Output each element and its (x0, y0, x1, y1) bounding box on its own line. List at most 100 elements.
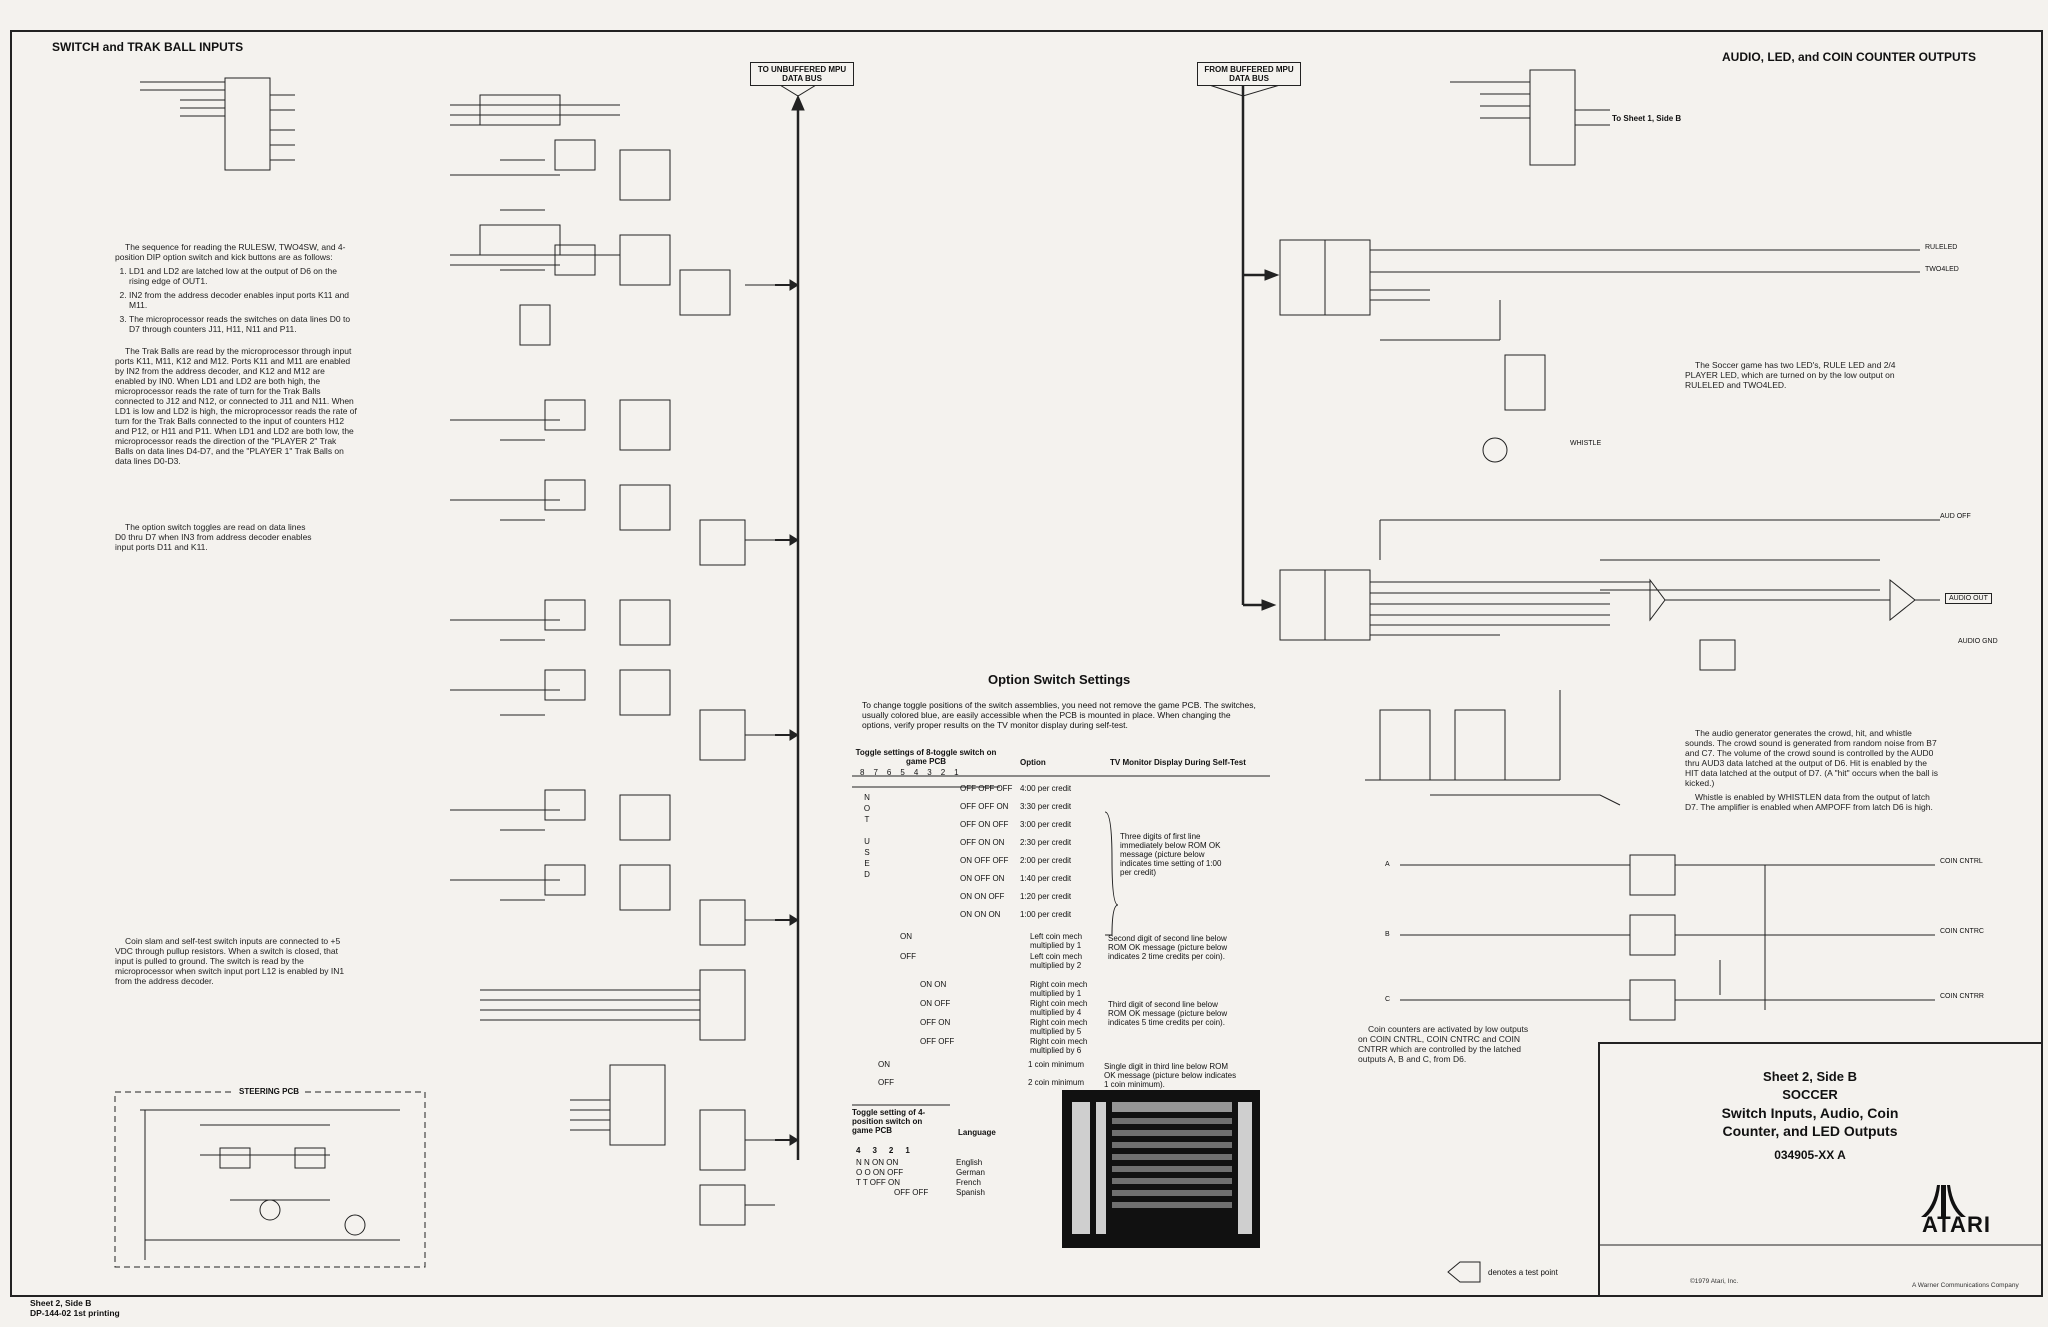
credit-row: ON ON ON 1:00 per credit (960, 910, 1095, 928)
unbuffered-bus-label: TO UNBUFFERED MPU DATA BUS (750, 62, 854, 86)
led-description: The Soccer game has two LED's, RULE LED … (1685, 360, 1896, 390)
test-point-legend: denotes a test point (1488, 1268, 1558, 1277)
atari-logo (1921, 1185, 1966, 1217)
language-row: T T OFF ON French (856, 1178, 996, 1188)
language-value: French (956, 1178, 981, 1187)
switch-setting: T T OFF ON (856, 1178, 901, 1187)
audio-out-tp: AUDIO OUT (1945, 593, 1992, 604)
option-toggles-description: The option switch toggles are read on da… (115, 522, 312, 552)
switch-setting: N N ON ON (856, 1158, 899, 1167)
coin-switch-description: Coin slam and self-test switch inputs ar… (115, 936, 345, 986)
lang-col: 3 (872, 1146, 877, 1155)
language-col-header: Language (958, 1128, 996, 1137)
footer-printing: DP-144-02 1st printing (30, 1308, 120, 1318)
not-used-letter: U (864, 837, 870, 846)
not-used-letter: T (864, 815, 870, 824)
sequence-step: IN2 from the address decoder enables inp… (129, 290, 355, 310)
option-value: 2:00 per credit (1020, 856, 1072, 865)
left-section-title: SWITCH and TRAK BALL INPUTS (52, 40, 244, 54)
switch-setting: ON ON (920, 980, 947, 989)
toggle-col: 8 (860, 768, 865, 777)
language-row: N N ON ON English (856, 1158, 996, 1168)
option-switch-intro: To change toggle positions of the switch… (862, 700, 1256, 730)
switch-setting: OFF OFF OFF (960, 784, 1013, 793)
not-used-letter: D (864, 870, 870, 879)
title-block (1598, 1042, 2043, 1297)
sheet-subtitle: Switch Inputs, Audio, Coin Counter, and … (1721, 1105, 1899, 1139)
to-sheet-note: To Sheet 1, Side B (1612, 114, 1682, 123)
language-header: Toggle setting of 4-position switch on g… (852, 1108, 926, 1135)
not-used-letter: S (864, 848, 870, 857)
switch-setting: ON ON ON (960, 910, 1001, 919)
lang-col: 2 (888, 1146, 894, 1155)
footer-sheet: Sheet 2, Side B (30, 1298, 92, 1308)
language-value: English (956, 1158, 983, 1167)
sequence-description: The sequence for reading the RULESW, TWO… (115, 242, 355, 338)
footer: Sheet 2, Side B DP-144-02 1st printing (30, 1298, 120, 1318)
credit-row: ON OFF OFF 2:00 per credit (960, 856, 1095, 874)
switch-setting: ON OFF OFF (960, 856, 1009, 865)
right-coin-rows: ON ON Right coin mech multiplied by 1 ON … (920, 980, 1100, 1056)
credit-row: OFF OFF ON 3:30 per credit (960, 802, 1095, 820)
game-title: SOCCER (1782, 1087, 1838, 1102)
audio-description: The audio generator generates the crowd,… (1685, 728, 1938, 788)
right-coin-row: OFF OFF Right coin mech multiplied by 6 (920, 1037, 1100, 1056)
trakball-description: The Trak Balls are read by the microproc… (115, 346, 357, 466)
language-columns: 4 3 2 1 (856, 1146, 910, 1155)
switch-setting: ON ON OFF (960, 892, 1005, 901)
option-value: Right coin mech multiplied by 1 (1030, 980, 1088, 998)
line-c-label: C (1385, 996, 1391, 1003)
toggle-header: Toggle settings of 8-toggle switch on ga… (855, 748, 997, 766)
option-value: 2:30 per credit (1020, 838, 1072, 847)
left-coin-row: ON Left coin mech multiplied by 1 (900, 932, 1100, 952)
credit-row: OFF ON OFF 3:00 per credit (960, 820, 1095, 838)
toggle-col: 5 (900, 768, 905, 777)
ruleled-label: RULELED (1925, 244, 1958, 251)
option-value: 3:00 per credit (1020, 820, 1072, 829)
sequence-steps: LD1 and LD2 are latched low at the outpu… (115, 266, 355, 334)
whistle-description: Whistle is enabled by WHISTLEN data from… (1685, 792, 1933, 812)
right-section-title: AUDIO, LED, and COIN COUNTER OUTPUTS (1721, 50, 1976, 64)
language-value: German (956, 1168, 985, 1177)
coin-cntrr-label: COIN CNTRR (1940, 993, 1984, 1000)
option-value: Right coin mech multiplied by 4 (1030, 999, 1088, 1017)
switch-setting: ON (900, 932, 912, 941)
option-value: Left coin mech multiplied by 1 (1030, 932, 1083, 950)
not-used-letter: N (864, 793, 870, 802)
option-value: Right coin mech multiplied by 6 (1030, 1037, 1088, 1055)
switch-setting: OFF OFF (894, 1188, 929, 1197)
credit-row: OFF OFF OFF 4:00 per credit (960, 784, 1095, 802)
switch-setting: OFF ON OFF (960, 820, 1009, 829)
copyright: ©1979 Atari, Inc. (1690, 1278, 1739, 1285)
option-value: 3:30 per credit (1020, 802, 1072, 811)
option-value: 4:00 per credit (1020, 784, 1072, 793)
atari-wordmark: ATARI (1922, 1212, 1991, 1237)
language-value: Spanish (956, 1188, 985, 1197)
left-coin-description: Second digit of second line below ROM OK… (1108, 934, 1228, 961)
sequence-step: LD1 and LD2 are latched low at the outpu… (129, 266, 355, 286)
line-a-label: A (1385, 861, 1390, 868)
switch-setting: OFF OFF ON (960, 802, 1009, 811)
switch-setting: OFF OFF (920, 1037, 955, 1046)
right-coin-row: ON ON Right coin mech multiplied by 1 (920, 980, 1100, 999)
language-row: OFF OFF Spanish (856, 1188, 996, 1198)
coin-cntrc-label: COIN CNTRC (1940, 928, 1984, 935)
toggle-col: 6 (886, 768, 892, 777)
option-value: 1:20 per credit (1020, 892, 1072, 901)
switch-setting: OFF ON (920, 1018, 951, 1027)
option-value: 1:00 per credit (1020, 910, 1072, 919)
switch-setting: ON (878, 1060, 890, 1069)
toggle-col: 7 (873, 768, 878, 777)
toggle-col: 1 (954, 768, 959, 777)
not-used-letter: O (863, 804, 871, 813)
not-used-letter: E (864, 859, 870, 868)
switch-setting: OFF (878, 1078, 894, 1087)
coin-min-description: Single digit in third line below ROM OK … (1104, 1062, 1237, 1089)
